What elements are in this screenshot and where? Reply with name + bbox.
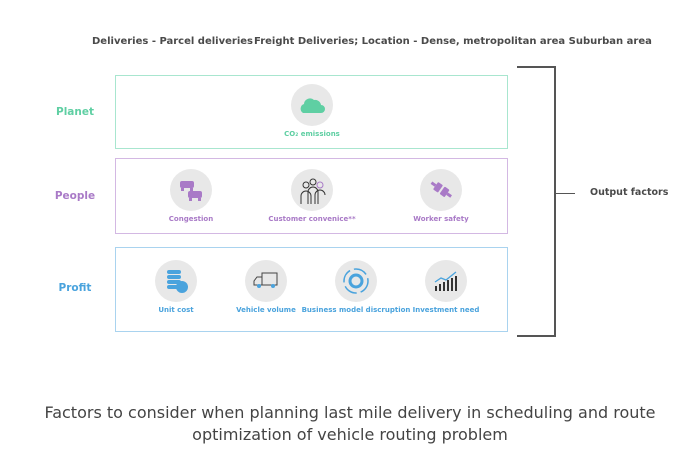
people-box: Congestion Customer convenice** Worker s… (115, 158, 508, 234)
people-group-icon (291, 169, 333, 211)
row-label-profit: Profit (58, 282, 92, 294)
profit-box: Unit cost Vehicle volume Business model … (115, 247, 508, 332)
output-bracket (517, 66, 556, 337)
header-deliveries: Deliveries - Parcel deliveries (92, 36, 253, 47)
factor-unit-cost: Unit cost (121, 260, 231, 315)
factor-label: Vehicle volume (236, 306, 296, 314)
factor-label: Business model discruption (301, 306, 411, 314)
factor-label: Congestion (168, 215, 214, 223)
factor-label: Unit cost (158, 306, 194, 314)
factor-vehicle-volume: Vehicle volume (211, 260, 321, 315)
figure-caption: Factors to consider when planning last m… (44, 403, 656, 444)
planet-box: CO₂ emissions (115, 75, 508, 149)
factor-co2-emissions: CO₂ emissions (257, 84, 367, 139)
coins-icon (155, 260, 197, 302)
factor-label: Customer convenice** (268, 215, 356, 223)
factor-worker-safety: Worker safety (386, 169, 496, 224)
header-freight-location: Freight Deliveries; Location - Dense, me… (254, 36, 652, 47)
factor-investment-need: Investment need (391, 260, 501, 315)
truck-icon (245, 260, 287, 302)
factor-label: Investment need (412, 306, 480, 314)
factor-label: CO₂ emissions (284, 130, 340, 138)
factor-congestion: Congestion (136, 169, 246, 224)
cloud-icon (291, 84, 333, 126)
gear-cycle-icon (335, 260, 377, 302)
growth-chart-icon (425, 260, 467, 302)
bracket-connector (556, 193, 575, 194)
plug-icon (420, 169, 462, 211)
row-label-people: People (54, 190, 96, 202)
factor-business-model-disruption: Business model discruption (301, 260, 411, 315)
output-factors-label: Output factors (590, 187, 669, 198)
row-label-planet: Planet (56, 106, 94, 118)
factor-customer-convenience: Customer convenice** (257, 169, 367, 224)
cars-icon (170, 169, 212, 211)
factor-label: Worker safety (413, 215, 469, 223)
